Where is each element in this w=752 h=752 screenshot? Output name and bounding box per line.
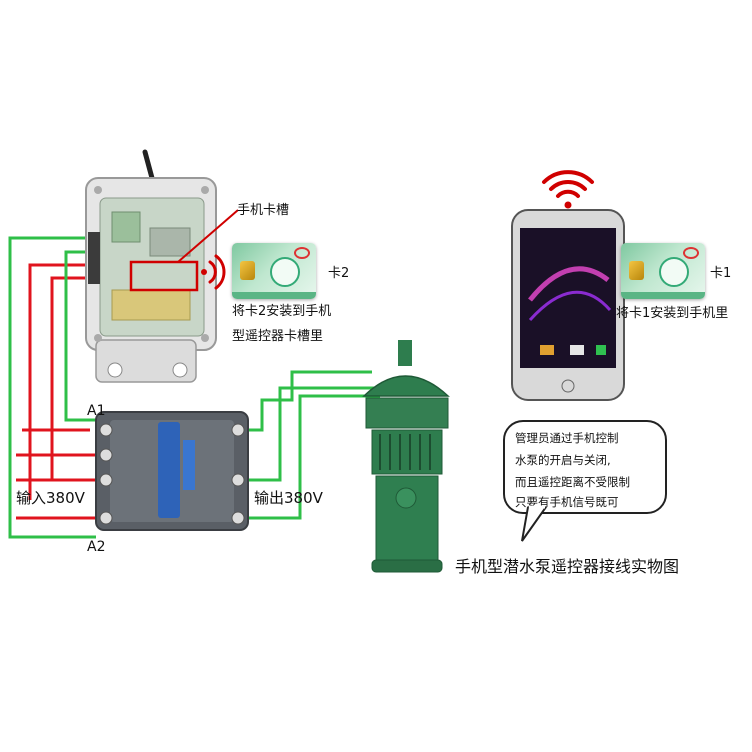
card1-note: 将卡1安装到手机里 bbox=[616, 306, 729, 321]
card2-note-line2: 型遥控器卡槽里 bbox=[232, 329, 324, 344]
terminal-a2-label: A2 bbox=[87, 539, 106, 555]
gsm-controller-box bbox=[85, 149, 217, 383]
card2-label: 卡2 bbox=[328, 266, 350, 281]
card1-label: 卡1 bbox=[710, 266, 732, 281]
sim-card-1 bbox=[621, 243, 705, 299]
green-wires bbox=[8, 236, 380, 539]
smartphone bbox=[511, 209, 625, 401]
bubble-line-3: 而且遥控距离不受限制 bbox=[515, 475, 630, 489]
submersible-pump bbox=[362, 340, 450, 573]
wifi-icon bbox=[542, 170, 594, 209]
ac-contactor bbox=[95, 411, 249, 531]
bubble-line-1: 管理员通过手机控制 bbox=[515, 431, 619, 445]
red-wires bbox=[16, 263, 96, 520]
sim-card-2 bbox=[232, 243, 316, 299]
bubble-tail bbox=[521, 505, 547, 542]
terminal-a1-label: A1 bbox=[87, 403, 106, 419]
output-voltage-label: 输出380V bbox=[254, 489, 323, 507]
sim-slot-pointer bbox=[177, 209, 239, 263]
wireless-signal-icon bbox=[201, 254, 226, 290]
card2-note-line1: 将卡2安装到手机 bbox=[232, 304, 332, 319]
sim-slot-label: 手机卡槽 bbox=[237, 203, 290, 218]
sim-slot-highlight bbox=[129, 260, 199, 292]
bubble-line-2: 水泵的开启与关闭, bbox=[515, 453, 611, 467]
info-bubble: 管理员通过手机控制 水泵的开启与关闭, 而且遥控距离不受限制 只要有手机信号既可 bbox=[503, 420, 667, 514]
input-voltage-label: 输入380V bbox=[16, 489, 85, 507]
diagram-caption: 手机型潜水泵遥控器接线实物图 bbox=[455, 557, 680, 576]
antenna-icon bbox=[142, 149, 155, 181]
